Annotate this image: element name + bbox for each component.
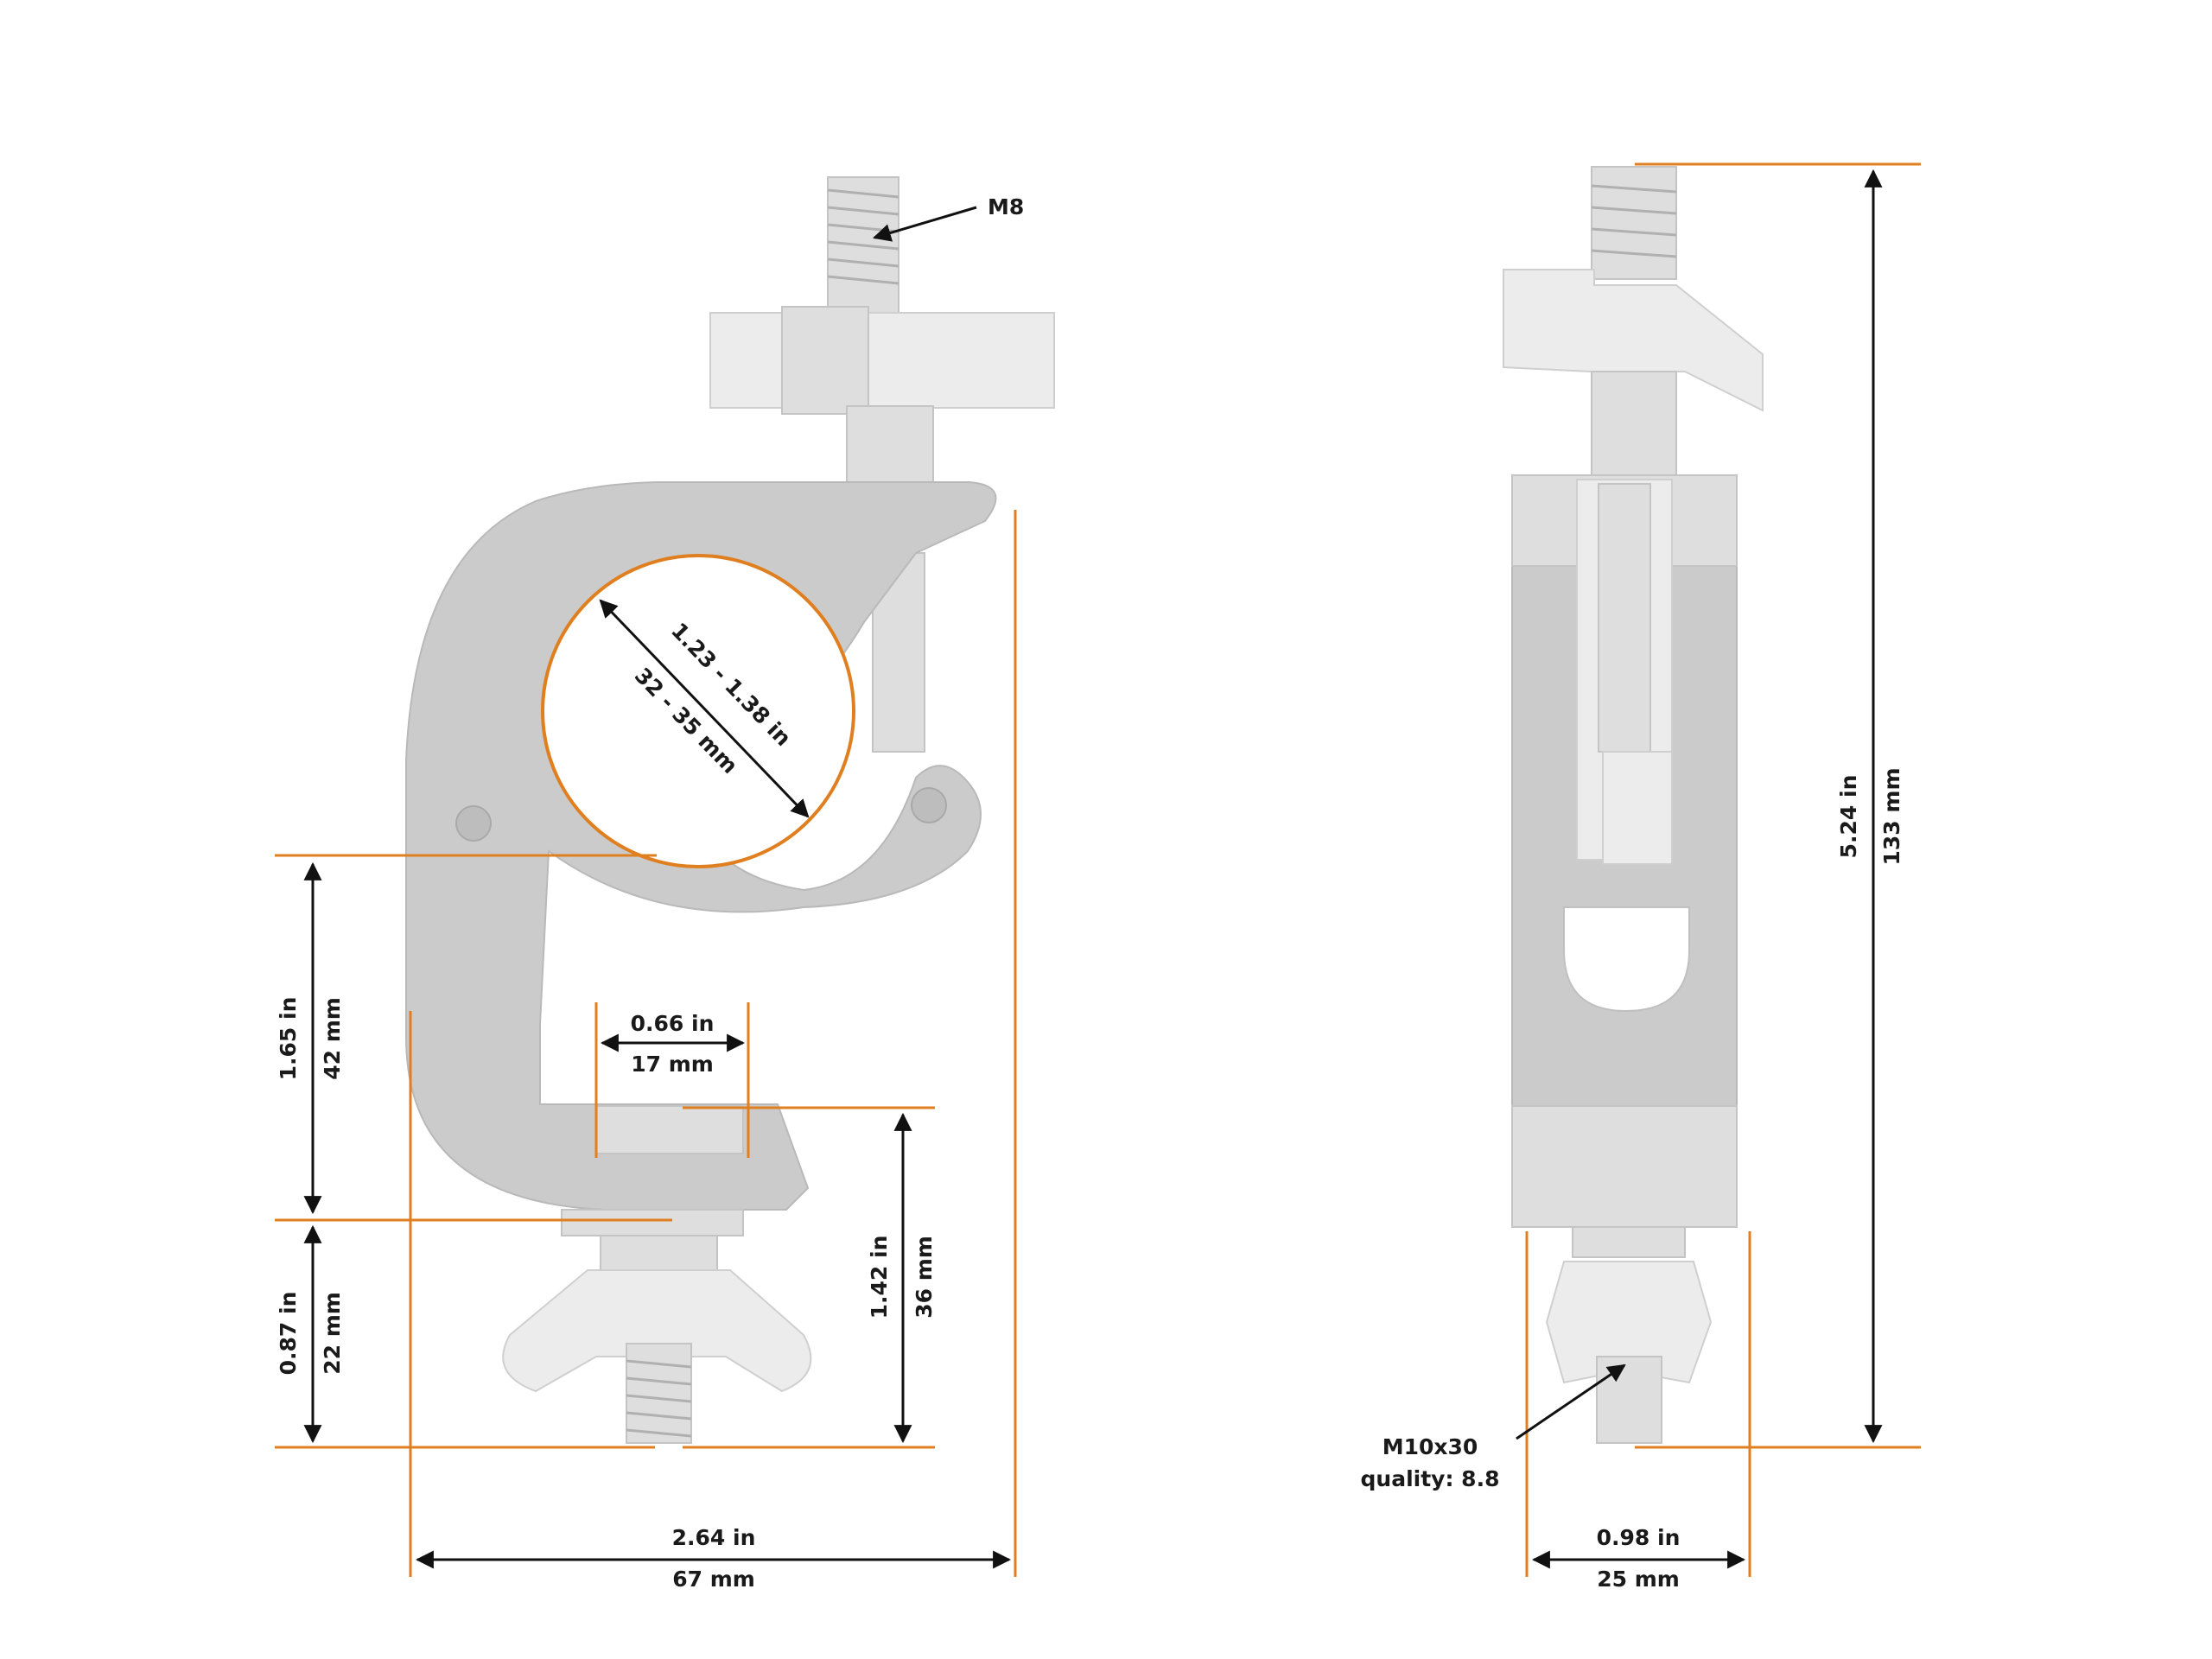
arrow-bolt: [1516, 1363, 1626, 1440]
label-h3-in: 1.42 in: [867, 1236, 892, 1319]
rivet-right: [911, 787, 947, 823]
side-bottom-bolt: [1596, 1356, 1662, 1444]
label-bolt-line2: quality: 8.8: [1361, 1466, 1500, 1491]
t-handle-hub: [781, 306, 869, 415]
label-h2-mm: 22 mm: [320, 1292, 345, 1375]
label-gap-in: 0.66 in: [631, 1011, 715, 1036]
label-width-mm: 67 mm: [672, 1567, 755, 1592]
bottom-bolt: [626, 1343, 692, 1444]
label-bolt-line1: M10x30: [1382, 1434, 1478, 1459]
arrow-m8: [872, 206, 977, 242]
side-shaft-upper: [1591, 371, 1677, 476]
label-gap-mm: 17 mm: [631, 1052, 714, 1077]
side-bottom-washer: [1572, 1226, 1686, 1258]
bolt-threads: [827, 188, 899, 285]
dimension-arrows: [303, 168, 1883, 1569]
side-inner-sleeve: [1602, 751, 1673, 865]
label-h2-in: 0.87 in: [276, 1292, 301, 1376]
side-bolt-threads: [1591, 184, 1677, 258]
side-view-clamp: [1503, 166, 1764, 1444]
wing-nut: [502, 1269, 812, 1393]
rivet-left: [455, 805, 492, 842]
label-width-in: 2.64 in: [672, 1525, 756, 1550]
bottom-washer: [561, 1209, 744, 1236]
label-height-mm: 133 mm: [1879, 768, 1904, 866]
label-h1-mm: 42 mm: [320, 997, 345, 1080]
side-body-lower-plate: [1511, 1105, 1738, 1228]
front-view-clamp: [405, 176, 1055, 1444]
label-side-mm: 25 mm: [1597, 1567, 1680, 1592]
extension-lines: [275, 162, 1921, 1577]
t-handle: [709, 312, 1055, 409]
side-inner-bolt: [1598, 483, 1651, 753]
arrow-tube: [599, 599, 810, 818]
label-height-in: 5.24 in: [1836, 775, 1861, 859]
jaw-inner-block: [595, 1105, 744, 1154]
bottom-bolt-threads: [626, 1359, 692, 1438]
label-h1-in: 1.65 in: [276, 997, 301, 1081]
label-h3-mm: 36 mm: [912, 1236, 937, 1319]
bottom-nut: [600, 1235, 718, 1271]
bolt-shaft: [872, 552, 925, 753]
tube-circle: [541, 554, 855, 868]
label-m8: M8: [988, 194, 1024, 219]
m8-bolt: [827, 176, 899, 325]
side-t-handle: [1503, 269, 1764, 412]
label-side-in: 0.98 in: [1597, 1525, 1681, 1550]
side-bolt-top: [1591, 166, 1677, 280]
side-body-window: [1563, 906, 1690, 1013]
